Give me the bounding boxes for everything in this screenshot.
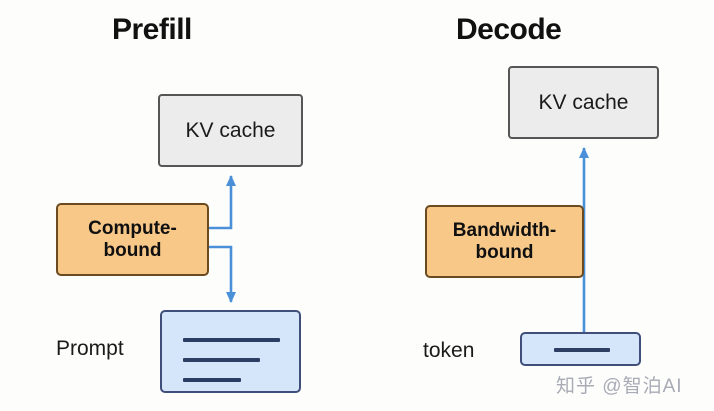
panel-title-prefill: Prefill: [112, 13, 192, 46]
compute-bound-box[interactable]: Compute- bound: [56, 203, 209, 276]
kv-cache-label: KV cache: [538, 90, 629, 114]
arrow-compute-to-kvcache: [209, 175, 236, 230]
token-label: token: [423, 339, 475, 362]
bandwidth-bound-box[interactable]: Bandwidth- bound: [425, 205, 584, 278]
prompt-text-line-1: [183, 338, 280, 342]
prompt-label: Prompt: [56, 337, 124, 360]
bandwidth-bound-label-line2: bound: [475, 241, 534, 263]
token-box[interactable]: [520, 332, 641, 366]
kv-cache-box-prefill[interactable]: KV cache: [158, 94, 303, 167]
arrow-compute-to-prompt: [209, 245, 236, 303]
compute-bound-label-line1: Compute-: [88, 217, 177, 239]
kv-cache-label: KV cache: [185, 118, 276, 142]
bandwidth-bound-label: Bandwidth- bound: [453, 220, 556, 264]
watermark: 知乎 @智泊AI: [556, 376, 683, 397]
compute-bound-label-line2: bound: [103, 239, 162, 261]
prompt-text-line-2: [183, 358, 260, 362]
kv-cache-box-decode[interactable]: KV cache: [508, 66, 659, 139]
panel-title-decode: Decode: [456, 13, 562, 46]
token-text-line-1: [554, 348, 610, 352]
prompt-text-line-3: [183, 378, 241, 382]
compute-bound-label: Compute- bound: [88, 218, 177, 262]
bandwidth-bound-label-line1: Bandwidth-: [452, 219, 557, 241]
prompt-box[interactable]: [160, 310, 301, 393]
